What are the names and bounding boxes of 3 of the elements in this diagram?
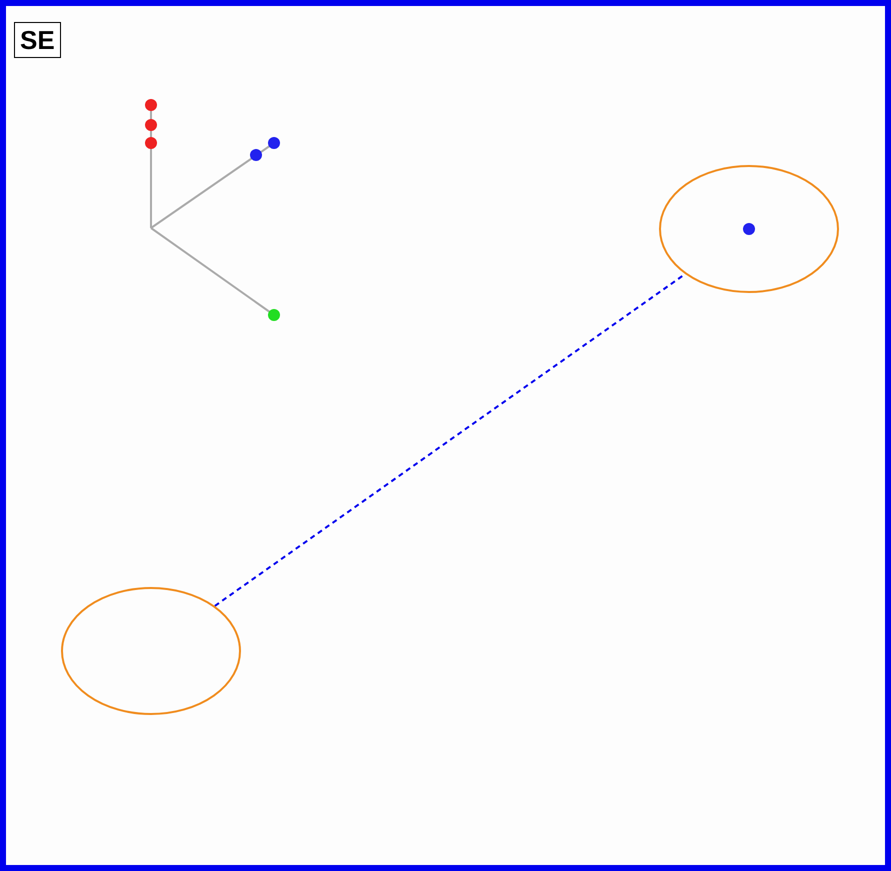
ellipse-outline — [659, 165, 839, 293]
ellipse-outline — [61, 587, 241, 715]
view-label: SE — [14, 22, 61, 58]
